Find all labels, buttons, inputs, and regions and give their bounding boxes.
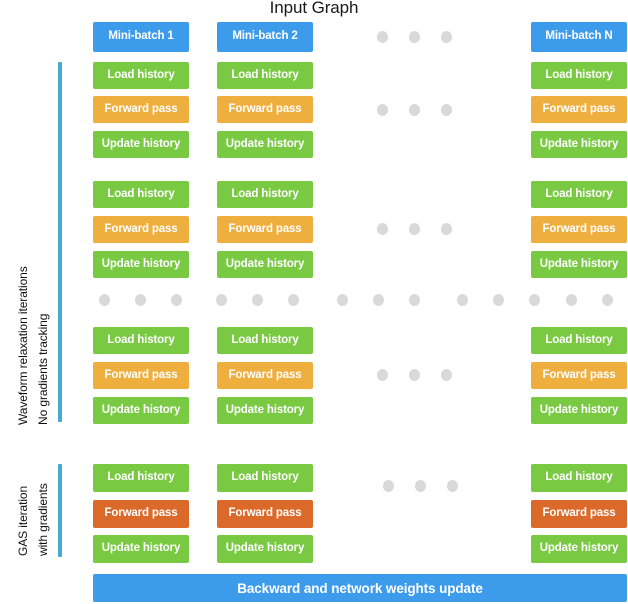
load-history-box[interactable]: Load history bbox=[531, 464, 627, 492]
update-history-box[interactable]: Update history bbox=[93, 535, 189, 563]
ellipsis-dot bbox=[602, 294, 613, 306]
ellipsis-dot bbox=[441, 31, 452, 43]
forward-pass-box[interactable]: Forward pass bbox=[93, 216, 189, 243]
page-title: Input Graph bbox=[269, 0, 359, 17]
forward-pass-box[interactable]: Forward pass bbox=[93, 96, 189, 123]
update-history-box[interactable]: Update history bbox=[531, 535, 627, 563]
load-history-box[interactable]: Load history bbox=[217, 327, 313, 354]
ellipsis-dot bbox=[377, 104, 388, 116]
load-history-box[interactable]: Load history bbox=[217, 464, 313, 492]
update-history-box[interactable]: Update history bbox=[93, 251, 189, 278]
forward-pass-box[interactable]: Forward pass bbox=[531, 96, 627, 123]
ellipsis-dot bbox=[566, 294, 577, 306]
ellipsis-dot bbox=[383, 480, 394, 492]
minibatch-1-box[interactable]: Mini-batch 1 bbox=[93, 22, 189, 52]
ellipsis-dot bbox=[377, 369, 388, 381]
backward-update-bar[interactable]: Backward and network weights update bbox=[93, 574, 627, 602]
ellipsis-dot bbox=[493, 294, 504, 306]
load-history-box[interactable]: Load history bbox=[531, 327, 627, 354]
side-label-gas-line2: with gradients bbox=[36, 483, 50, 556]
ellipsis-dot bbox=[457, 294, 468, 306]
update-history-box[interactable]: Update history bbox=[217, 251, 313, 278]
load-history-box[interactable]: Load history bbox=[93, 327, 189, 354]
load-history-box[interactable]: Load history bbox=[93, 181, 189, 208]
forward-pass-box[interactable]: Forward pass bbox=[531, 216, 627, 243]
ellipsis-dot bbox=[135, 294, 146, 306]
ellipsis-dot bbox=[441, 369, 452, 381]
ellipsis-dot bbox=[337, 294, 348, 306]
load-history-box[interactable]: Load history bbox=[217, 62, 313, 89]
forward-pass-box[interactable]: Forward pass bbox=[531, 362, 627, 389]
ellipsis-dot bbox=[373, 294, 384, 306]
ellipsis-dot bbox=[377, 31, 388, 43]
ellipsis-dot bbox=[441, 223, 452, 235]
ellipsis-dot bbox=[409, 369, 420, 381]
ellipsis-dot bbox=[409, 104, 420, 116]
forward-pass-box[interactable]: Forward pass bbox=[217, 216, 313, 243]
update-history-box[interactable]: Update history bbox=[531, 397, 627, 424]
update-history-box[interactable]: Update history bbox=[93, 131, 189, 158]
load-history-box[interactable]: Load history bbox=[531, 181, 627, 208]
ellipsis-dot bbox=[441, 104, 452, 116]
load-history-box[interactable]: Load history bbox=[531, 62, 627, 89]
ellipsis-dot bbox=[529, 294, 540, 306]
forward-pass-box[interactable]: Forward pass bbox=[93, 500, 189, 528]
minibatch-n-box[interactable]: Mini-batch N bbox=[531, 22, 627, 52]
bracket-bar-gas bbox=[58, 464, 62, 557]
ellipsis-dot bbox=[409, 294, 420, 306]
side-label-gas-line1: GAS iteration bbox=[16, 485, 30, 556]
ellipsis-dot bbox=[447, 480, 458, 492]
forward-pass-box[interactable]: Forward pass bbox=[217, 500, 313, 528]
forward-pass-box[interactable]: Forward pass bbox=[217, 96, 313, 123]
minibatch-2-box[interactable]: Mini-batch 2 bbox=[217, 22, 313, 52]
update-history-box[interactable]: Update history bbox=[93, 397, 189, 424]
ellipsis-dot bbox=[99, 294, 110, 306]
update-history-box[interactable]: Update history bbox=[217, 535, 313, 563]
ellipsis-dot bbox=[409, 31, 420, 43]
ellipsis-dot bbox=[415, 480, 426, 492]
ellipsis-dot bbox=[409, 223, 420, 235]
ellipsis-dot bbox=[288, 294, 299, 306]
forward-pass-box[interactable]: Forward pass bbox=[217, 362, 313, 389]
update-history-box[interactable]: Update history bbox=[531, 251, 627, 278]
load-history-box[interactable]: Load history bbox=[93, 62, 189, 89]
update-history-box[interactable]: Update history bbox=[217, 397, 313, 424]
forward-pass-box[interactable]: Forward pass bbox=[531, 500, 627, 528]
bracket-bar-waveform bbox=[58, 62, 62, 422]
ellipsis-dot bbox=[171, 294, 182, 306]
ellipsis-dot bbox=[252, 294, 263, 306]
load-history-box[interactable]: Load history bbox=[93, 464, 189, 492]
ellipsis-dot bbox=[377, 223, 388, 235]
update-history-box[interactable]: Update history bbox=[531, 131, 627, 158]
ellipsis-dot bbox=[216, 294, 227, 306]
load-history-box[interactable]: Load history bbox=[217, 181, 313, 208]
side-label-waveform-line2: No gradients tracking bbox=[36, 313, 50, 425]
side-label-waveform-line1: Waveform relaxation iterations bbox=[16, 266, 30, 425]
forward-pass-box[interactable]: Forward pass bbox=[93, 362, 189, 389]
update-history-box[interactable]: Update history bbox=[217, 131, 313, 158]
